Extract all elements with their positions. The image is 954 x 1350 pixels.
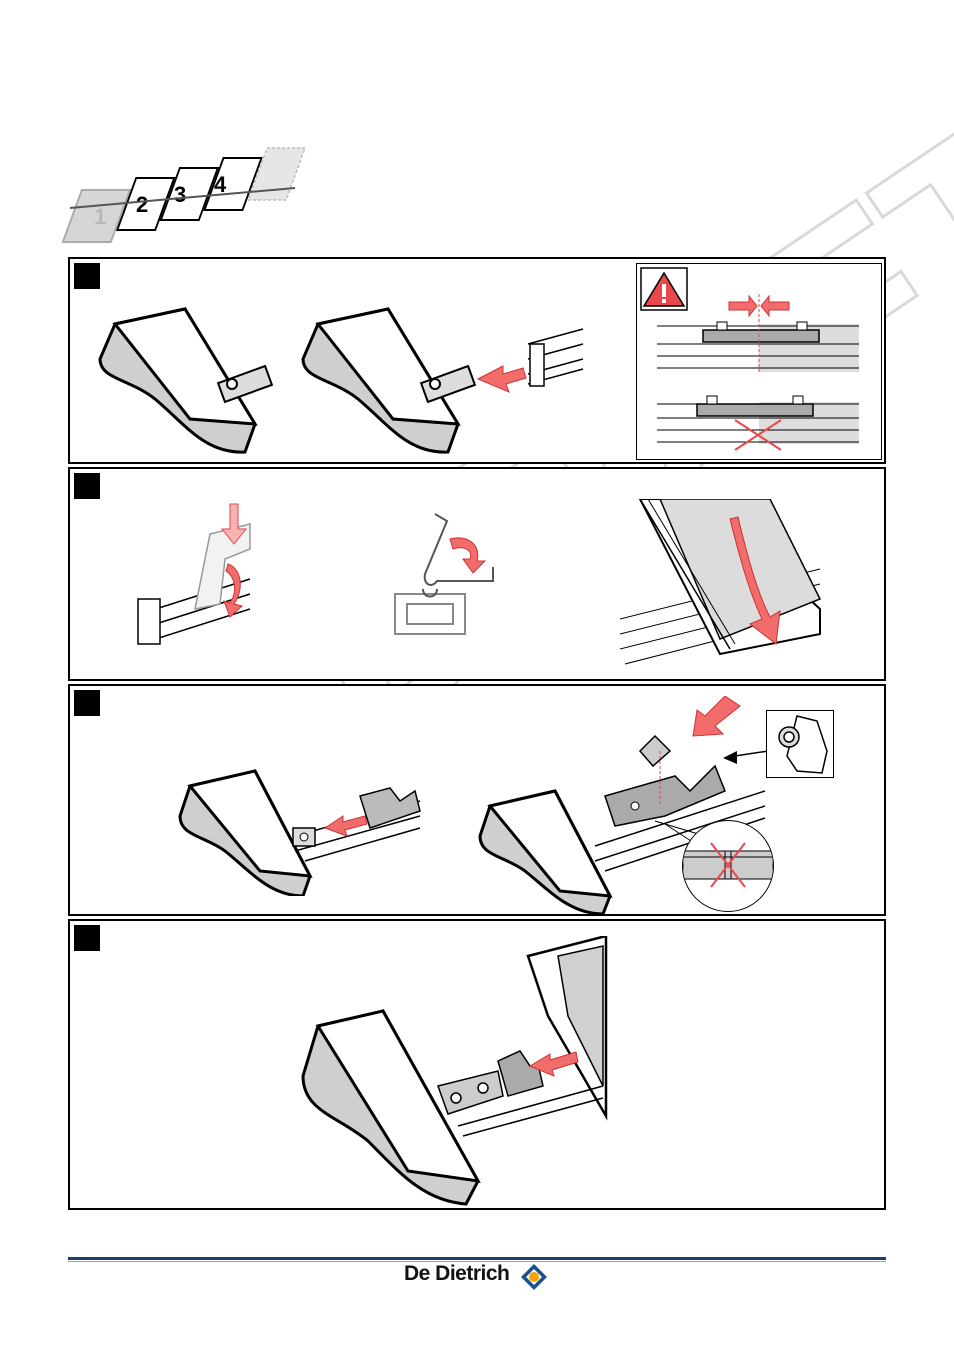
step-1-module-clamp-illustration [95, 304, 285, 454]
step-4-screw-2-icon [478, 1083, 488, 1093]
step-1-module-rail-illustration [298, 304, 588, 454]
step-1-warning-illustration [637, 264, 881, 459]
step-3-detail-circle [682, 820, 774, 912]
step-2-down-arrow-2-icon [224, 564, 242, 617]
step-3-gap-cross-icon [683, 821, 773, 911]
step-1-warning-arrow-right-icon [761, 296, 789, 316]
footer-rule [68, 1257, 886, 1260]
step-2-number [74, 473, 100, 499]
step-1-push-arrow-icon [478, 366, 526, 392]
step-1-number [74, 263, 100, 289]
step-1-warning-arrow-left-icon [729, 296, 757, 316]
step-4-number [74, 925, 100, 951]
step-3-screw-arrow-icon [693, 696, 740, 736]
brand-name: De Dietrich [404, 1262, 509, 1285]
step-2-clip-profile-illustration [385, 509, 515, 649]
step-2-panel [68, 467, 886, 681]
step-1-warning-box [636, 263, 882, 460]
step-3-wrench-inset [766, 710, 834, 778]
step-1-panel [68, 257, 886, 464]
overview-panel-2: 2 [136, 192, 148, 217]
step-2-clip-insert-illustration [130, 499, 280, 649]
panel-layout-overview: 1 2 3 4 [60, 140, 320, 255]
hand-wrench-icon [767, 711, 833, 777]
step-4-final-assembly-illustration [298, 936, 608, 1206]
brand-diamond-icon [519, 1262, 549, 1292]
step-4-screw-1-icon [451, 1093, 461, 1103]
step-3-number [74, 690, 100, 716]
step-2-panel-placement-illustration [620, 499, 835, 679]
brand-logo: De Dietrich [404, 1262, 509, 1286]
step-3-panel [68, 684, 886, 916]
step-3-clamp-slide-illustration [175, 766, 425, 896]
step-1-screw-icon [227, 379, 237, 389]
overview-panel-3: 3 [174, 182, 186, 207]
overview-panel-1: 1 [94, 204, 106, 229]
step-2-rotate-arrow-icon [450, 538, 485, 573]
step-4-panel [68, 919, 886, 1210]
